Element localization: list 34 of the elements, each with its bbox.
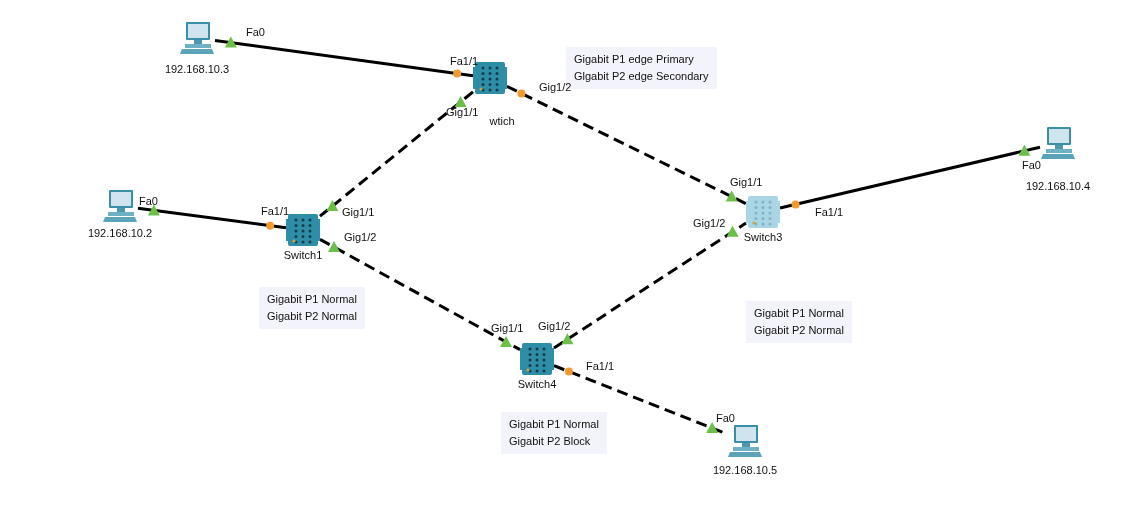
port-label: Gig1/2 <box>693 217 726 230</box>
link-line <box>137 206 287 230</box>
device-label: 192.168.10.5 <box>712 463 778 477</box>
port-label: Fa0 <box>139 195 158 208</box>
link-line <box>779 145 1041 210</box>
port-label: Fa0 <box>1022 159 1041 172</box>
port-label: Fa1/1 <box>261 205 290 218</box>
note-text: Gigabit P1 Normal <box>267 292 357 307</box>
port-label: Fa0 <box>246 26 265 39</box>
port-label: Gig1/2 <box>344 231 377 244</box>
device-label: 192.168.10.4 <box>1025 179 1091 193</box>
dashed-link <box>553 221 747 350</box>
port-label: Gig1/2 <box>538 320 571 333</box>
device-label: wtich <box>489 114 515 128</box>
port-label: Fa0 <box>716 412 735 425</box>
note-text: Gigabit P1 Normal <box>509 417 599 432</box>
device-label: Switch1 <box>283 248 323 262</box>
device-label: Switch3 <box>743 230 783 244</box>
note-text: Gigabit P2 Normal <box>267 309 357 324</box>
note-text: Glgabit P2 edge Secondary <box>574 69 709 84</box>
note-text: Gigabit P2 Block <box>509 434 592 449</box>
note-text: Gigabit P1 Normal <box>754 306 844 321</box>
port-label: Fa1/1 <box>586 360 615 373</box>
dashed-link <box>506 85 747 205</box>
note-text: Gigabit P1 edge Primary <box>574 52 695 67</box>
note-text: Gigabit P2 Normal <box>754 323 844 338</box>
port-label: Fa1/1 <box>450 55 479 68</box>
device-label: Switch4 <box>517 377 557 391</box>
port-label: Gig1/2 <box>539 81 572 94</box>
link-line <box>214 38 474 78</box>
port-label: Fa1/1 <box>815 206 844 219</box>
dashed-link <box>319 90 474 218</box>
device-label: 192.168.10.3 <box>164 62 230 76</box>
device-label: 192.168.10.2 <box>87 226 153 240</box>
